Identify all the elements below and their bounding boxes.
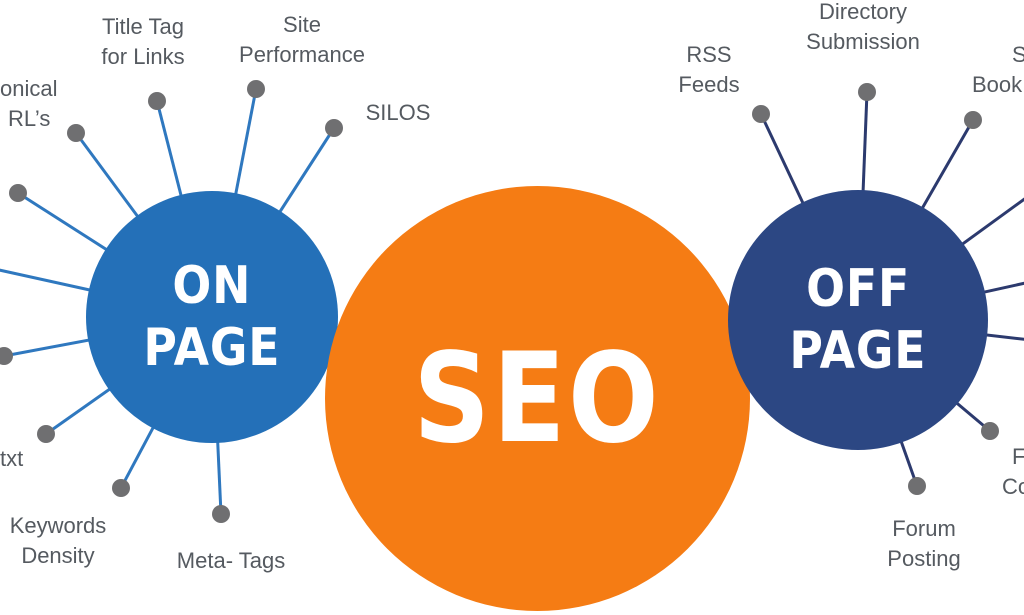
on-page-label-line2: PAGE — [143, 318, 281, 378]
label-meta-tags: Meta- Tags — [176, 548, 286, 573]
label-social-bookmarking: S Book — [972, 42, 1024, 97]
off-page-spoke-8-dot — [908, 477, 926, 495]
label-site-performance: Site Performance — [239, 12, 365, 67]
off-page-spoke-3-dot — [964, 111, 982, 129]
seo-circle: SEO — [325, 186, 750, 611]
on-page-spoke-7-dot — [0, 347, 13, 365]
label-forum-posting: Forum Posting — [887, 516, 961, 571]
on-page-spoke-9-dot — [112, 479, 130, 497]
on-page-spoke-1-dot — [67, 124, 85, 142]
on-page-spoke-5-dot — [9, 184, 27, 202]
on-page-spoke-8-dot — [37, 425, 55, 443]
off-page-circle: OFF PAGE — [728, 190, 988, 450]
on-page-spoke-4-dot — [325, 119, 343, 137]
off-page-spoke-1-dot — [752, 105, 770, 123]
on-page-spoke-2-dot — [148, 92, 166, 110]
on-page-spoke-3-dot — [247, 80, 265, 98]
off-page-label-line2: PAGE — [789, 321, 927, 381]
label-silos: SILOS — [365, 100, 431, 125]
label-canonical-urls: onical RL’s — [0, 76, 58, 131]
label-directory-submission: Directory Submission — [806, 0, 920, 54]
label-robots-txt: txt — [0, 446, 24, 471]
label-rss-feeds: RSS Feeds — [678, 42, 740, 97]
off-page-spoke-7-dot — [981, 422, 999, 440]
label-blog-comments: F Co — [1002, 444, 1024, 499]
off-page-label-line1: OFF — [805, 259, 911, 319]
label-keywords-density: Keywords Density — [9, 513, 107, 568]
on-page-spoke-10-dot — [212, 505, 230, 523]
on-page-label-line1: ON — [172, 256, 252, 316]
label-title-tag-for-links: Title Tag for Links — [101, 14, 185, 69]
seo-label: SEO — [413, 326, 662, 471]
on-page-circle: ON PAGE — [86, 191, 338, 443]
off-page-spoke-2-dot — [858, 83, 876, 101]
